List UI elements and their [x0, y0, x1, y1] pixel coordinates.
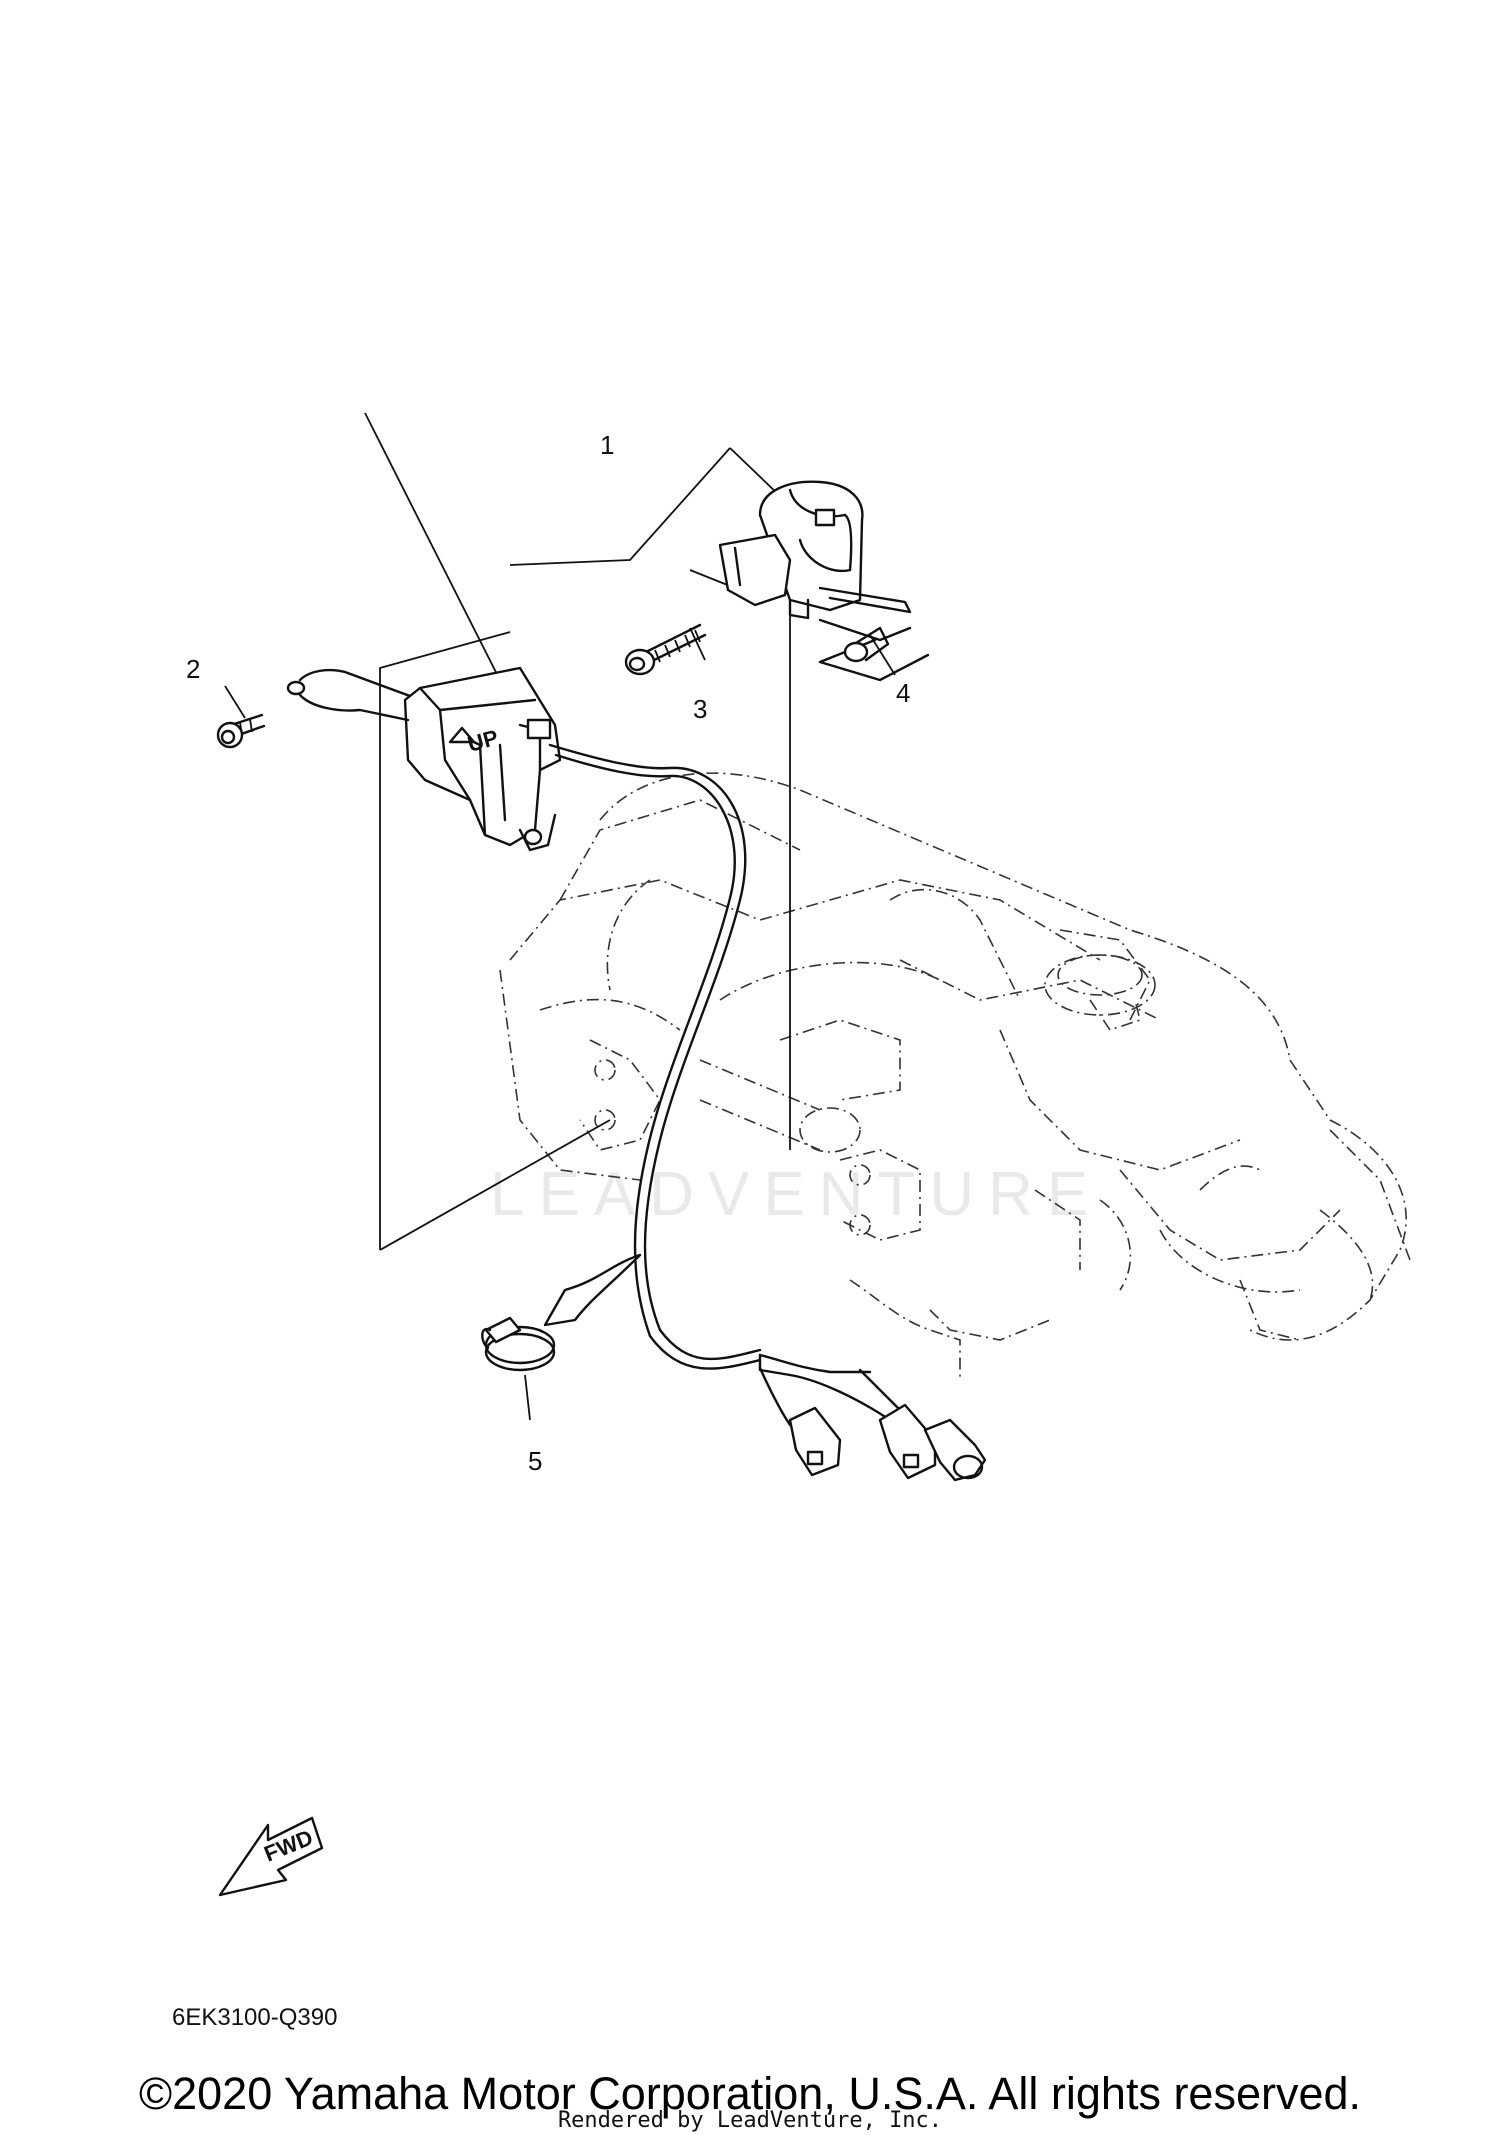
callout-4: 4 — [896, 678, 910, 708]
clamp-part[interactable] — [481, 1316, 556, 1372]
watermark-text: LEADVENTURE — [490, 1160, 1102, 1229]
callout-3: 3 — [693, 694, 707, 724]
diagram-code: 6EK3100-Q390 — [172, 2004, 338, 2031]
trim-sensor-part[interactable]: UP — [286, 666, 762, 1370]
leader-lines — [224, 412, 896, 1421]
fwd-arrow: FWD — [218, 1816, 324, 1897]
copyright-text: ©2020 Yamaha Motor Corporation, U.S.A. A… — [138, 2068, 1362, 2119]
magnet-holder-part[interactable] — [718, 480, 930, 682]
direction-arrow — [543, 1253, 642, 1327]
screw-part[interactable] — [624, 623, 707, 676]
wire-connectors — [758, 1353, 987, 1482]
callout-2: 2 — [186, 654, 200, 684]
bolt-part[interactable] — [216, 713, 266, 749]
bracket-assembly-outline — [499, 772, 1411, 1380]
rendered-by-text: Rendered by LeadVenture, Inc. — [557, 2108, 943, 2133]
callout-1: 1 — [600, 430, 614, 460]
callout-5: 5 — [528, 1446, 542, 1476]
